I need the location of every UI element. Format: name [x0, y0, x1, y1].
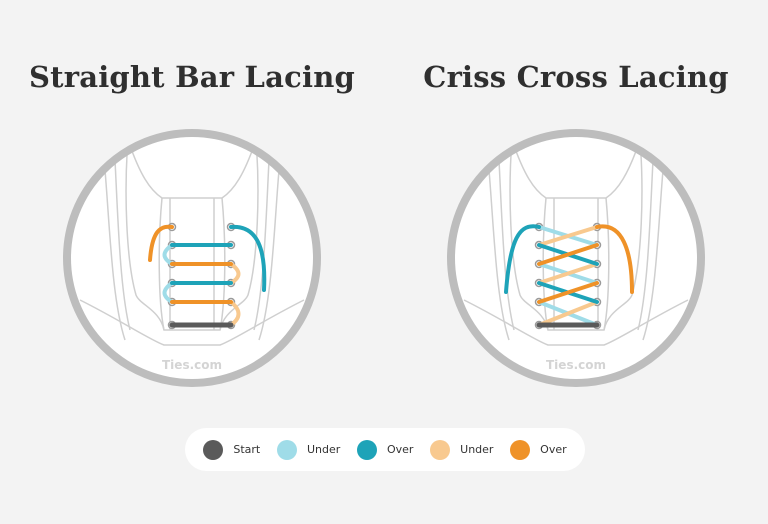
- start-swatch-icon: [203, 439, 224, 460]
- shoe-outline: [79, 139, 305, 346]
- legend-label: Over: [540, 443, 567, 456]
- watermark: Ties.com: [546, 358, 606, 372]
- legend-label: Over: [386, 443, 414, 456]
- criss-cross-illustration: [447, 129, 705, 387]
- frame-ring: [447, 129, 705, 387]
- laces: [504, 224, 634, 328]
- legend-item-teal-under: Under: [276, 439, 341, 460]
- legend-label: Under: [460, 443, 494, 456]
- criss-cross-panel: Criss Cross Lacing: [384, 0, 768, 410]
- teal-under-swatch-icon: [276, 439, 297, 460]
- legend-label: Start: [233, 443, 261, 456]
- frame-ring: [63, 129, 321, 387]
- legend-item-orange-over: Over: [510, 439, 567, 460]
- orange-under-swatch-icon: [430, 439, 451, 460]
- panel-title: Criss Cross Lacing: [423, 60, 729, 94]
- teal-over-swatch-icon: [356, 439, 377, 460]
- orange-over-swatch-icon: [510, 439, 531, 460]
- legend-item-orange-under: Under: [430, 439, 494, 460]
- legend-label: Under: [306, 443, 341, 456]
- panel-title: Straight Bar Lacing: [29, 60, 355, 94]
- straight-bar-panel: Straight Bar Lacing: [0, 0, 384, 410]
- legend: Start Under Over Under Over: [185, 428, 585, 471]
- legend-item-teal-over: Over: [356, 439, 414, 460]
- legend-item-start: Start: [203, 439, 261, 460]
- illustration-background: [67, 133, 317, 383]
- watermark: Ties.com: [162, 358, 222, 372]
- laces: [148, 224, 267, 328]
- straight-bar-illustration: [63, 129, 321, 387]
